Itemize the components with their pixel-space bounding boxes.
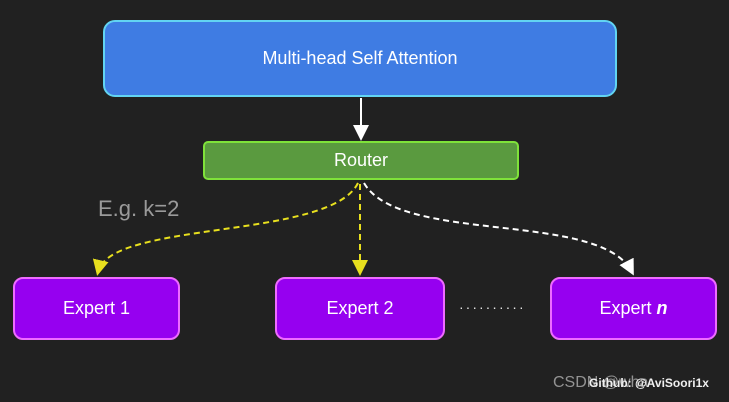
expert-1-label: Expert 1 <box>62 298 131 318</box>
top-k-note: E.g. k=2 <box>98 196 180 221</box>
expert-n-index: n <box>656 298 668 318</box>
expert-1-block: Expert 1 <box>13 277 180 340</box>
router-to-expert1-route <box>92 182 359 276</box>
more-experts-ellipsis: ·········· <box>459 299 526 315</box>
router-block: Router <box>203 141 519 180</box>
expert-n-label: Expert <box>599 298 652 318</box>
github-watermark: Github: @AviSoori1x <box>589 376 709 390</box>
multi-head-self-attention-block: Multi-head Self Attention <box>103 20 617 97</box>
router-label: Router <box>333 150 389 170</box>
csdn-watermark: CSDN @wha <box>553 374 649 391</box>
attention-label: Multi-head Self Attention <box>262 48 458 68</box>
expert-2-block: Expert 2 <box>275 277 445 340</box>
expert-2-label: Expert 2 <box>326 298 394 318</box>
router-to-expertn-route <box>363 182 634 276</box>
